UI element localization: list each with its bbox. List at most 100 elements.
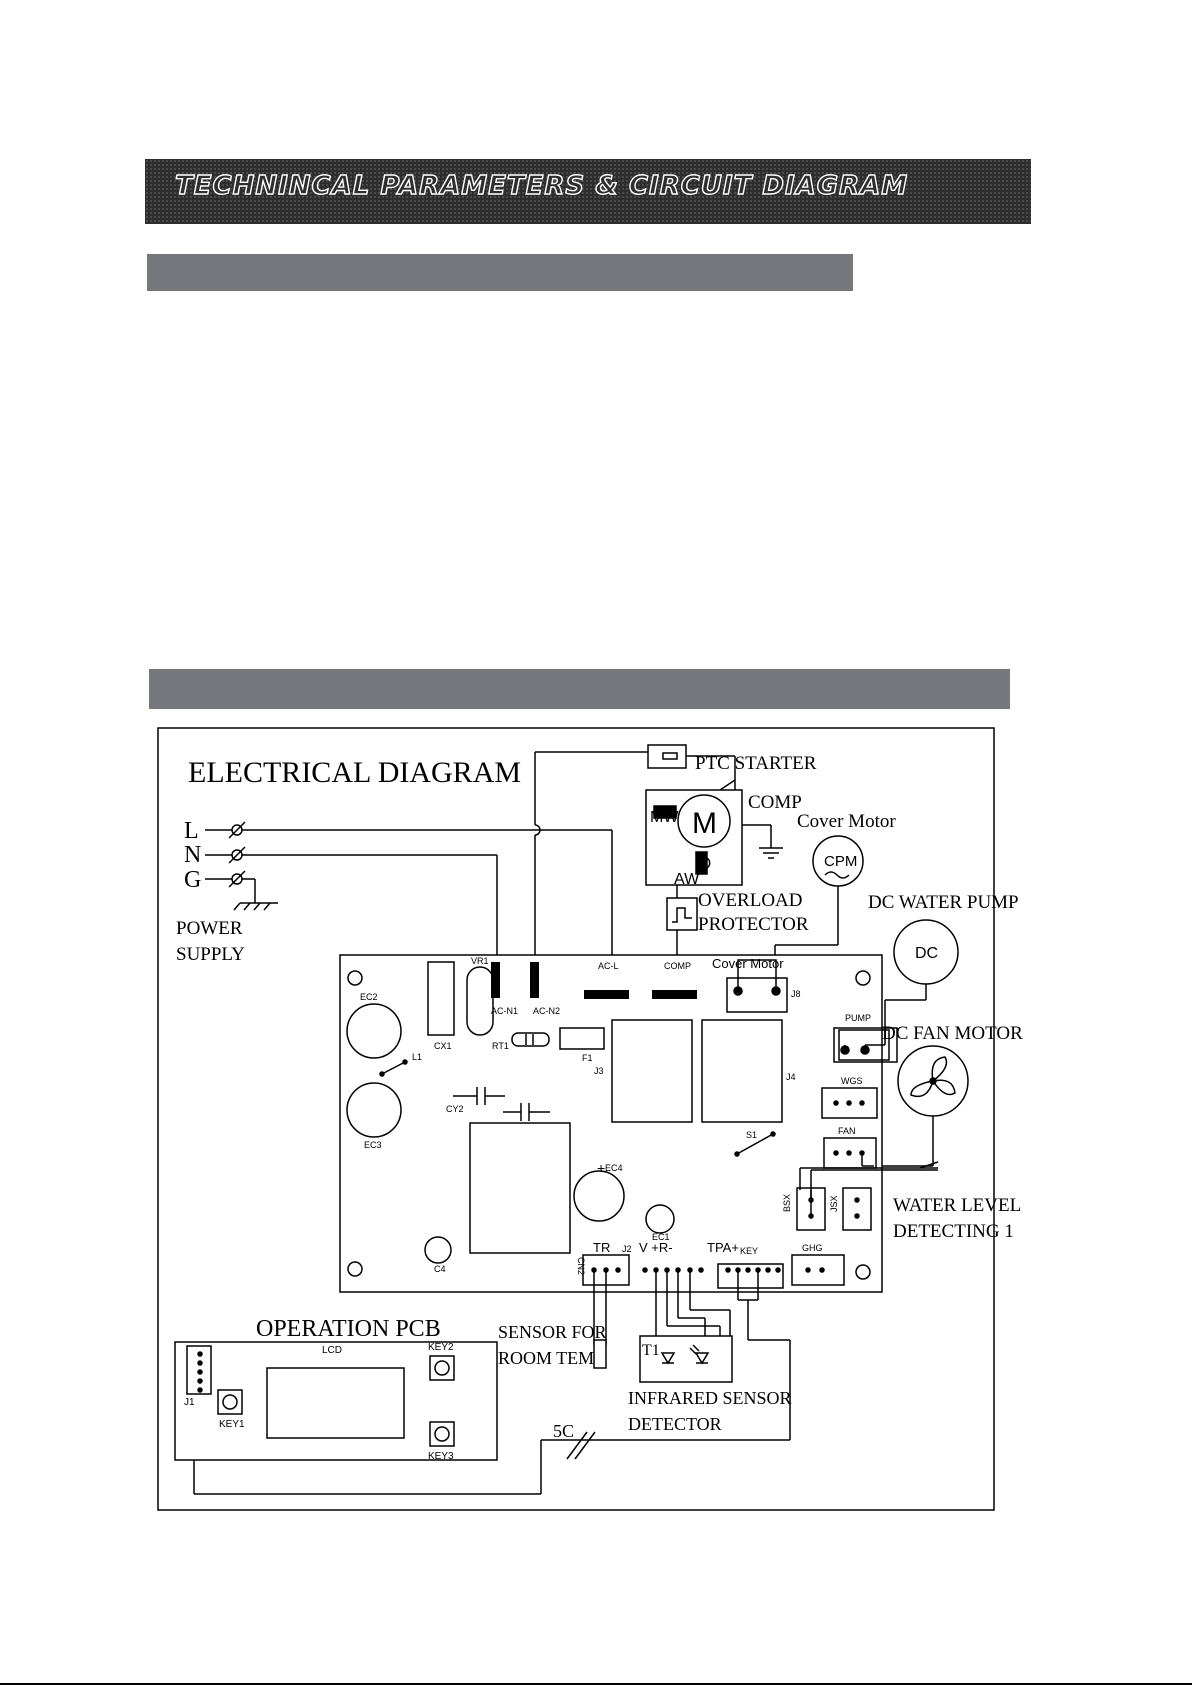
section-header-bar-technical	[147, 254, 853, 291]
pcb-label-f1: F1	[582, 1053, 593, 1063]
cable-5c-mark2	[574, 1431, 596, 1460]
fuse-f1	[559, 1027, 605, 1050]
capacitor-ec2	[346, 1003, 402, 1059]
pcb-label-cy2: CY2	[446, 1104, 464, 1114]
pcb-label-acl: AC-L	[598, 961, 619, 971]
label-detector: DETECTOR	[628, 1414, 722, 1434]
pcb-label-vr1: VR1	[471, 956, 489, 966]
pcb-label-tpa: TPA+	[707, 1240, 739, 1255]
key3-button	[429, 1421, 455, 1447]
infrared-sensor-detector	[639, 1335, 733, 1383]
bar-ac-n2	[530, 962, 539, 998]
switch-s1	[736, 1133, 774, 1155]
label-protector: PROTECTOR	[698, 914, 809, 935]
connector-j8	[726, 977, 788, 1013]
label-room-temp: ROOM TEMP.	[498, 1348, 607, 1368]
key1-button	[217, 1389, 243, 1415]
op-label-key3: KEY3	[428, 1451, 454, 1462]
label-detecting: DETECTING 1	[893, 1221, 1014, 1242]
banner-title: TECHNINCAL PARAMETERS & CIRCUIT DIAGRAM	[174, 170, 909, 201]
lcd-display	[266, 1367, 405, 1439]
pcb-label-tr: TR	[593, 1240, 610, 1255]
pcb-label-j8: J8	[791, 989, 801, 999]
bar-ac-n1	[491, 962, 500, 998]
pcb-label-bsx: BSX	[782, 1194, 792, 1212]
page-bottom-rule	[0, 1683, 1192, 1685]
label-power: POWER	[176, 918, 243, 939]
bar-comp	[652, 990, 697, 999]
cable-5c-mark1	[566, 1431, 588, 1460]
op-label-j1: J1	[184, 1397, 195, 1408]
pcb-label-cover-motor: Cover Motor	[712, 956, 784, 971]
pcb-label-acn2: AC-N2	[533, 1006, 560, 1016]
pcb-label-cx1: CX1	[434, 1041, 452, 1051]
capacitor-ec4	[573, 1170, 625, 1222]
label-operation-pcb: OPERATION PCB	[256, 1316, 441, 1342]
diagram-title: ELECTRICAL DIAGRAM	[188, 756, 521, 789]
pcb-label-key: KEY	[740, 1246, 758, 1256]
pcb-label-s1: S1	[746, 1130, 757, 1140]
pcb-label-ghg: GHG	[802, 1243, 823, 1253]
label-infrared-sensor: INFRARED SENSOR	[628, 1388, 792, 1408]
pcb-label-c4: C4	[434, 1264, 446, 1274]
label-l: L	[184, 818, 199, 844]
thermistor-rt1	[511, 1032, 550, 1047]
connector-jsx	[842, 1187, 872, 1231]
pcb-label-ec2: EC2	[360, 992, 378, 1002]
label-cpm: CPM	[824, 853, 857, 870]
inductor-l1	[381, 1061, 406, 1075]
varistor-vr1	[466, 966, 494, 1036]
transformer	[469, 1122, 571, 1254]
pcb-label-pump: PUMP	[845, 1013, 871, 1023]
pcb-label-ec1: EC1	[652, 1232, 670, 1242]
capacitor-ec1	[645, 1204, 675, 1234]
bar-ac-l	[584, 990, 629, 999]
capacitor-cx1	[427, 961, 455, 1036]
connector-key	[717, 1263, 784, 1289]
pcb-label-j2: J2	[622, 1244, 632, 1254]
op-label-key2: KEY2	[428, 1342, 454, 1353]
label-ptc-starter: PTC STARTER	[695, 753, 817, 774]
op-label-key1: KEY1	[219, 1419, 245, 1430]
room-temp-sensor	[593, 1339, 607, 1369]
label-supply: SUPPLY	[176, 944, 245, 965]
label-5c: 5C	[553, 1421, 574, 1441]
label-dc-fan-motor: DC FAN MOTOR	[882, 1023, 1023, 1044]
label-aw: AW	[674, 871, 700, 888]
label-mw: MW	[650, 809, 679, 826]
connector-pump	[833, 1027, 898, 1063]
op-label-lcd: LCD	[322, 1345, 342, 1356]
overload-protector	[666, 897, 698, 931]
ec4-plus: +	[597, 1160, 605, 1176]
pcb-label-jsx: JSX	[829, 1195, 839, 1212]
op-connector-j1	[186, 1345, 212, 1395]
label-overload: OVERLOAD	[698, 890, 803, 911]
label-n: N	[184, 842, 201, 868]
section-banner: TECHNINCAL PARAMETERS & CIRCUIT DIAGRAM	[145, 159, 1031, 224]
relay-j3	[611, 1019, 693, 1123]
label-g: G	[184, 867, 201, 893]
pcb-label-l1: L1	[412, 1052, 422, 1062]
pcb-label-rt1: RT1	[492, 1041, 509, 1051]
section-header-bar-circuit	[149, 669, 1010, 709]
capacitor-c4	[424, 1236, 452, 1264]
label-dc: DC	[915, 945, 938, 962]
pcb-label-j4: J4	[786, 1072, 796, 1082]
connector-ghg	[791, 1254, 845, 1286]
pcb-label-acn1: AC-N1	[491, 1006, 518, 1016]
label-comp: COMP	[748, 792, 802, 813]
pcb-label-fan: FAN	[838, 1126, 856, 1136]
connector-wgs	[821, 1087, 878, 1119]
pcb-label-ec3: EC3	[364, 1140, 382, 1150]
label-cover-motor: Cover Motor	[797, 811, 896, 832]
key2-button	[429, 1355, 455, 1381]
label-sensor-for: SENSOR FOR	[498, 1322, 607, 1342]
diagram-frame	[157, 727, 995, 1511]
main-pcb	[339, 954, 883, 1293]
pcb-label-comp: COMP	[664, 961, 691, 971]
label-water-level: WATER LEVEL	[893, 1195, 1021, 1216]
pcb-label-j3: J3	[594, 1066, 604, 1076]
label-dc-water-pump: DC WATER PUMP	[868, 892, 1019, 913]
relay-j4	[701, 1019, 783, 1123]
label-t1: T1	[642, 1342, 660, 1359]
